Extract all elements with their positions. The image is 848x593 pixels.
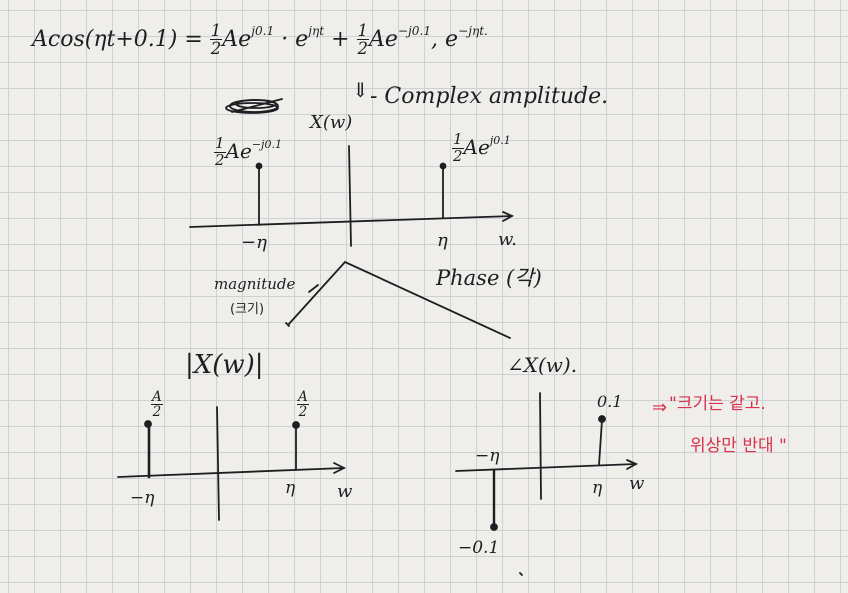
equation-mid-1: · e	[281, 26, 309, 52]
equation-exponent-2: jηt	[308, 23, 325, 38]
spectrum-tick-left: −η	[241, 232, 267, 253]
phase-plot	[455, 392, 639, 531]
magnitude-axis-label: w	[337, 481, 353, 502]
ink-dot	[519, 572, 523, 576]
spectrum-vertical-axis	[348, 145, 352, 247]
equation-exponent-1: j0.1	[251, 23, 275, 38]
spectrum-dot-left	[255, 162, 263, 170]
phase-stem-pos	[598, 419, 603, 466]
phase-title: ∠X(w).	[507, 353, 578, 377]
spectrum-axis-label: w.	[498, 229, 517, 250]
equation-exponent-4: −jηt.	[458, 23, 488, 38]
split-lines	[287, 260, 511, 339]
magnitude-label: magnitude	[214, 275, 296, 293]
down-arrow-icon: ⇓	[352, 78, 369, 102]
phase-axis-label: w	[629, 473, 645, 494]
spectrum-tick-right: η	[437, 230, 448, 251]
magnitude-dot-right	[292, 421, 300, 429]
magnitude-vertical-axis	[216, 406, 220, 521]
magnitude-axis	[117, 467, 345, 478]
equation-exponent-3: −j0.1	[397, 23, 432, 38]
magnitude-tick-right: η	[285, 478, 296, 498]
comment-line-2: 위상만 반대 "	[690, 436, 787, 456]
phase-tick-left: −η	[475, 446, 500, 466]
phase-axis	[455, 463, 637, 472]
phase-positive-value: 0.1	[597, 392, 623, 411]
spectrum-plot	[189, 145, 515, 247]
equation-term-2: Ae	[369, 26, 398, 52]
scribble-mark	[225, 98, 283, 114]
x-of-w-label: X(w)	[310, 112, 353, 133]
magnitude-plot	[117, 406, 347, 521]
complex-amplitude-label: - Complex amplitude.	[370, 84, 609, 109]
phase-vertical-axis	[539, 392, 542, 500]
phase-tick-right: η	[592, 478, 603, 498]
equation-mid-2: , e	[431, 26, 459, 52]
magnitude-pointer	[308, 284, 319, 293]
comment-arrow-icon: ⇒	[652, 397, 668, 418]
spectrum-axis-arrow	[502, 211, 515, 222]
comment-line-1: "크기는 같고.	[669, 394, 766, 414]
magnitude-title: |X(w)|	[185, 350, 264, 380]
magnitude-korean-label: (크기)	[230, 302, 265, 317]
equation-lhs: Acos(ηt+0.1) =	[32, 26, 203, 52]
equation-term-1: Ae	[222, 26, 252, 52]
magnitude-axis-arrow	[333, 462, 347, 474]
phase-dot-pos	[598, 415, 606, 423]
phase-dot-neg	[490, 523, 498, 531]
magnitude-tick-left: −η	[130, 488, 155, 508]
ink-dot-2	[285, 322, 290, 327]
equation-plus: +	[331, 26, 350, 52]
phase-label: Phase (각)	[436, 266, 542, 290]
phase-negative-value: −0.1	[458, 538, 500, 558]
phase-axis-arrow	[626, 459, 639, 470]
spectrum-dot-right	[439, 162, 447, 170]
magnitude-dot-left	[144, 420, 152, 428]
